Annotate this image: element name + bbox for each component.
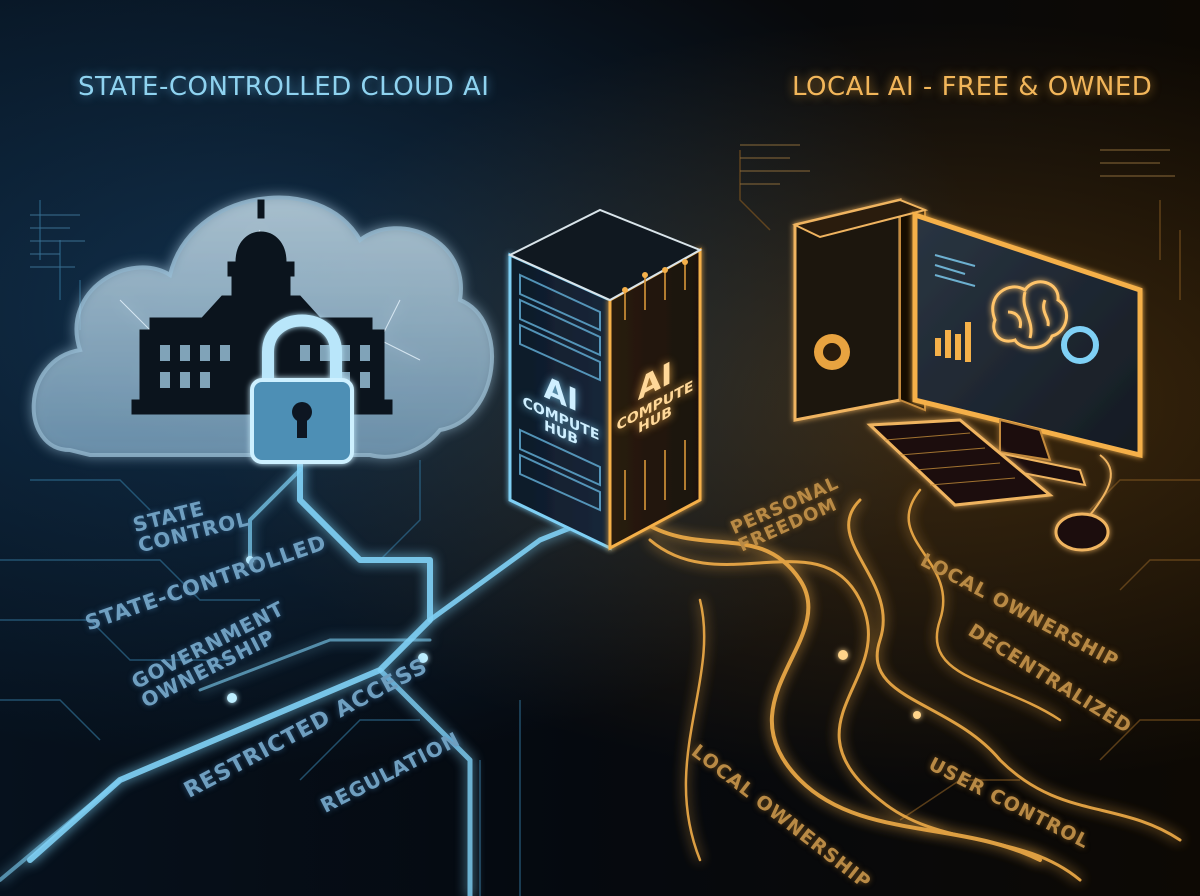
heading-local-ai: LOCAL AI - FREE & OWNED [792,72,1153,102]
circuit-traces-left [0,200,521,896]
warm-data-ribbons [638,488,1182,882]
brain-icon [991,280,1068,350]
data-readout-lines [30,214,85,268]
keyboard-icon [866,418,1054,507]
heading-state-controlled: STATE-CONTROLLED CLOUD AI [78,72,490,102]
padlock-icon [250,314,354,464]
monitor-icon [912,211,1143,487]
server-tower-icon [507,208,703,551]
cool-data-path [0,457,593,896]
mouse-icon [1054,454,1112,552]
pc-tower-icon [792,198,929,422]
